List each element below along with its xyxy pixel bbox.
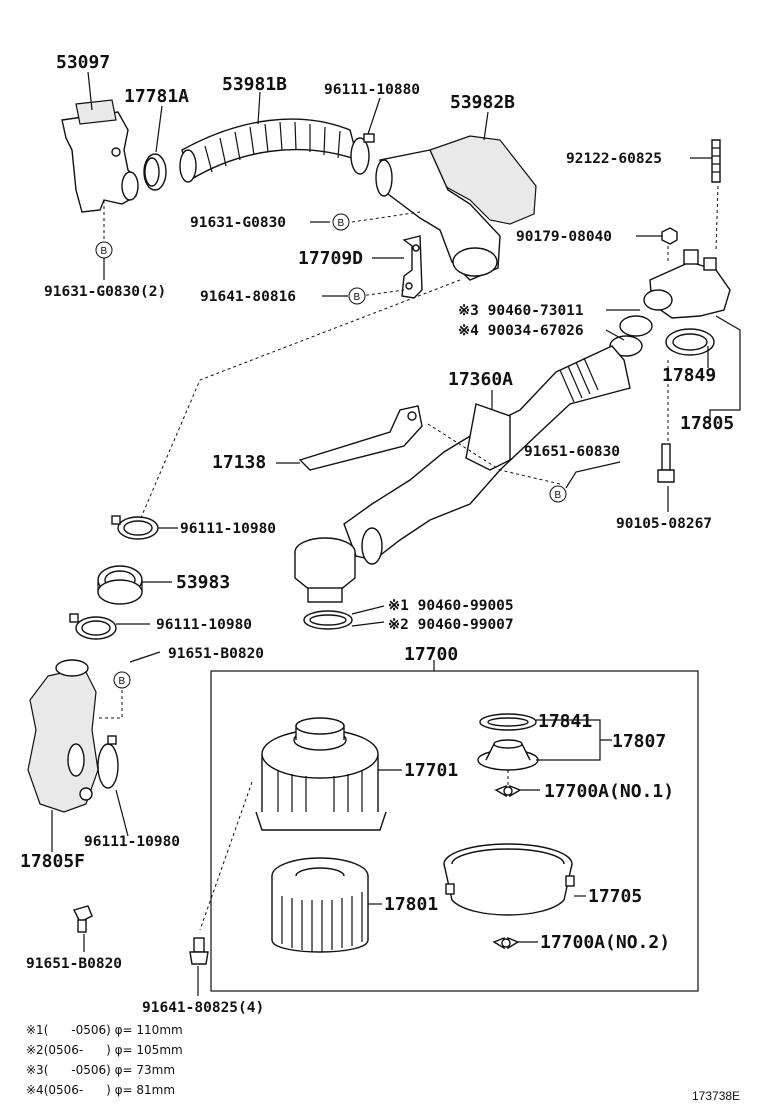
- ring-17781A: [143, 153, 167, 191]
- label-90034-67026: ※4 90034-67026: [458, 323, 584, 339]
- footnotes: ※1( -0506) φ= 110mm ※2(0506- ) φ= 105mm …: [26, 1023, 183, 1097]
- clamp-rings-upper: [609, 315, 653, 357]
- footnote-2: ※2(0506- ) φ= 105mm: [26, 1043, 183, 1057]
- clamp-96111-10880: [350, 133, 375, 175]
- ref-mark-1: B: [101, 246, 108, 257]
- label-17701: 17701: [404, 760, 458, 781]
- hose-53983: [97, 565, 143, 605]
- label-90179-08040: 90179-08040: [516, 229, 612, 245]
- clamp-96111-10980-upper: [111, 515, 159, 540]
- connector-17805: [643, 249, 731, 319]
- label-90460-73011: ※3 90460-73011: [458, 303, 584, 319]
- label-53097: 53097: [56, 52, 110, 73]
- label-17807: 17807: [612, 731, 666, 752]
- wing-nut-17700A-no2: [492, 936, 520, 950]
- hose-53981B: [179, 118, 360, 183]
- footnote-1: ※1( -0506) φ= 110mm: [26, 1023, 183, 1037]
- bracket-17709D: [401, 235, 423, 299]
- label-96111-10880: 96111-10880: [324, 82, 420, 98]
- cap-17807: [477, 739, 539, 771]
- ref-markers: B B B B B: [95, 213, 567, 689]
- leader-lines: [51, 71, 741, 996]
- ref-mark-3: B: [354, 292, 361, 303]
- gasket-17841: [479, 713, 537, 731]
- gasket-17849: [665, 328, 715, 356]
- label-91651-60830: 91651-60830: [524, 444, 620, 460]
- bolt-91651-B0820: [72, 905, 93, 933]
- resonator-53982B: [375, 135, 537, 281]
- wing-nut-17700A-no1: [494, 784, 522, 798]
- label-91651-B0820-a: 91651-B0820: [168, 646, 264, 662]
- label-53982B: 53982B: [450, 92, 515, 113]
- label-90460-99007: ※2 90460-99007: [388, 617, 514, 633]
- clamp-90460-99005: [303, 610, 353, 630]
- bolt-90105-08267: [657, 443, 675, 483]
- label-91631-G0830-2: 91631-G0830(2): [44, 284, 166, 300]
- bracket-17138: [298, 405, 423, 471]
- dashed-lines: [96, 185, 719, 931]
- clamp-96111-10980-lower: [69, 613, 117, 640]
- stud-92122-60825: [711, 139, 721, 183]
- case-17701: [255, 717, 387, 831]
- label-96111-10980-b: 96111-10980: [156, 617, 252, 633]
- label-17805: 17805: [680, 413, 734, 434]
- label-90105-08267: 90105-08267: [616, 516, 712, 532]
- label-53983: 53983: [176, 572, 230, 593]
- nut-90179-08040: [661, 227, 678, 245]
- clamp-96111-10980-side: [97, 735, 119, 789]
- footnote-3: ※3( -0506) φ= 73mm: [26, 1063, 175, 1077]
- ref-mark-2: B: [338, 218, 345, 229]
- hose-17360A: [343, 345, 631, 565]
- label-17709D: 17709D: [298, 248, 363, 269]
- label-17138: 17138: [212, 452, 266, 473]
- footnote-4: ※4(0506- ) φ= 81mm: [26, 1083, 175, 1097]
- figure-id: 173738E: [692, 1089, 740, 1103]
- label-17360A: 17360A: [448, 369, 513, 390]
- label-90460-99005: ※1 90460-99005: [388, 598, 514, 614]
- label-17801: 17801: [384, 894, 438, 915]
- label-91641-80816: 91641-80816: [200, 289, 296, 305]
- label-91651-B0820-b: 91651-B0820: [26, 956, 122, 972]
- label-17700A-no2: 17700A(NO.2): [540, 932, 670, 953]
- inlet-duct-53097: [61, 99, 139, 213]
- label-17705: 17705: [588, 886, 642, 907]
- part-labels: 53097 17781A 53981B 96111-10880 53982B 9…: [20, 52, 734, 1016]
- label-92122-60825: 92122-60825: [566, 151, 662, 167]
- label-17700: 17700: [404, 644, 458, 665]
- label-17781A: 17781A: [124, 86, 189, 107]
- ref-mark-5: B: [119, 676, 126, 687]
- label-17841: 17841: [538, 711, 592, 732]
- label-53981B: 53981B: [222, 74, 287, 95]
- ref-mark-4: B: [555, 490, 562, 501]
- hose-outlet: [294, 537, 356, 603]
- label-17700A-no1: 17700A(NO.1): [544, 781, 674, 802]
- filter-17801: [271, 857, 369, 953]
- assembly-box-17700: [210, 670, 699, 992]
- label-96111-10980-c: 96111-10980: [84, 834, 180, 850]
- case-17705: [443, 843, 575, 916]
- label-17849: 17849: [662, 365, 716, 386]
- bolt-91641-80825: [189, 937, 209, 965]
- label-96111-10980-a: 96111-10980: [180, 521, 276, 537]
- hose-17805F: [27, 659, 99, 813]
- label-91631-G0830: 91631-G0830: [190, 215, 286, 231]
- label-91641-80825: 91641-80825(4): [142, 1000, 264, 1016]
- label-17805F: 17805F: [20, 851, 85, 872]
